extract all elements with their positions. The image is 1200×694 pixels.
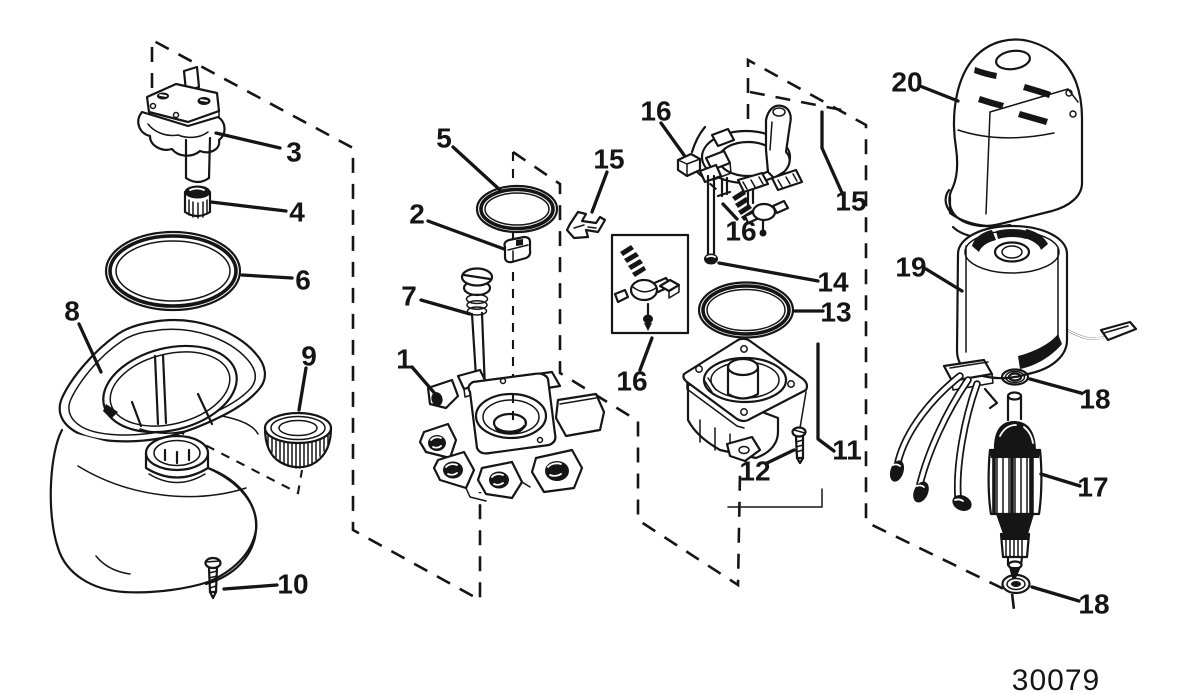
dashed-plane-right [746,57,1016,611]
part-1-pump-body [418,368,606,502]
spade-terminal [1099,320,1138,342]
callout-leader [297,366,308,412]
reservoir-opening [102,344,238,434]
callout-leader [659,121,686,157]
part-2-retainer [503,235,532,264]
part-17-armature [987,391,1043,578]
callout-label: 6 [295,265,311,296]
callout-leader [410,365,439,398]
dashed-plane-middle [512,150,742,588]
callout-leader [77,322,103,374]
part-3-pump-adapter [137,65,226,184]
callout-leader [419,298,472,316]
callout-leader [240,273,294,280]
dashed-plane-left [150,37,482,603]
callout-leader [590,170,609,214]
callout-leader [214,131,282,150]
part-5-o-ring [475,184,559,234]
callout-label: 2 [409,199,425,230]
callout-label: 15 [593,144,624,175]
callout-label: 19 [895,252,926,283]
callout-leader [816,342,836,453]
callout-leader [209,200,288,213]
part-16-inset-box [610,233,690,335]
callout-label: 14 [817,267,849,298]
part-18-washer-upper [1000,368,1030,386]
part-19-stator [889,224,1138,512]
callout-leader [820,110,845,197]
callout-leader [721,202,739,221]
housing-foot [725,435,762,463]
callout-label: 9 [301,341,317,372]
callout-label: 15 [835,186,866,217]
part-16-clip-top [676,125,707,178]
callout-label: 18 [1079,384,1110,415]
callout-label: 20 [891,67,922,98]
bracket-line [727,488,823,508]
callout-leader [638,336,654,372]
callout-label: 16 [725,216,756,247]
callout-label: 11 [832,435,862,466]
callout-leader [765,448,796,465]
callout-label: 1 [396,344,412,375]
wire-terminal [889,460,905,482]
callout-label: 7 [401,281,417,312]
part-10-screw [204,556,222,600]
callout-label: 17 [1077,472,1108,503]
callout-label: 12 [739,456,770,487]
part-12-screw [791,426,807,465]
part-14-bolt [704,174,718,265]
callout-label: 3 [286,137,302,168]
callout-leader [924,267,964,293]
cover-top-hole [995,49,1031,71]
part-11-housing [682,337,809,463]
callout-leader [918,84,960,103]
part-15-clip [565,210,607,240]
callout-label: 16 [616,366,647,397]
part-18-washer-lower [1001,573,1031,595]
part-20-motor-cover [944,38,1084,240]
callout-label: 16 [640,96,671,127]
callout-leader [1039,472,1082,488]
callout-label: 8 [64,296,80,327]
callout-leader [1028,377,1083,395]
callout-label: 10 [277,569,308,600]
bracket-assembly-15 [698,104,804,237]
callout-leader [426,219,506,251]
callout-leader [717,261,820,283]
part-6-o-ring [104,230,242,312]
callout-leader [1030,585,1081,603]
cap-alignment-dashes [175,429,304,495]
part-4-filter-plug [183,185,212,219]
vent-slots [974,67,1051,125]
callout-label: 5 [436,123,452,154]
callout-leader [222,583,279,591]
callout-leader [451,145,502,192]
part-8-reservoir [49,318,266,594]
stator-wires [889,372,981,512]
callout-label: 13 [820,297,851,328]
drawing-number: 30079 [1012,664,1100,694]
part-9-filler-cap [263,411,333,469]
callout-label: 4 [289,197,305,228]
spring [620,245,646,277]
part-13-o-ring [697,281,795,339]
callout-label: 18 [1078,589,1109,620]
